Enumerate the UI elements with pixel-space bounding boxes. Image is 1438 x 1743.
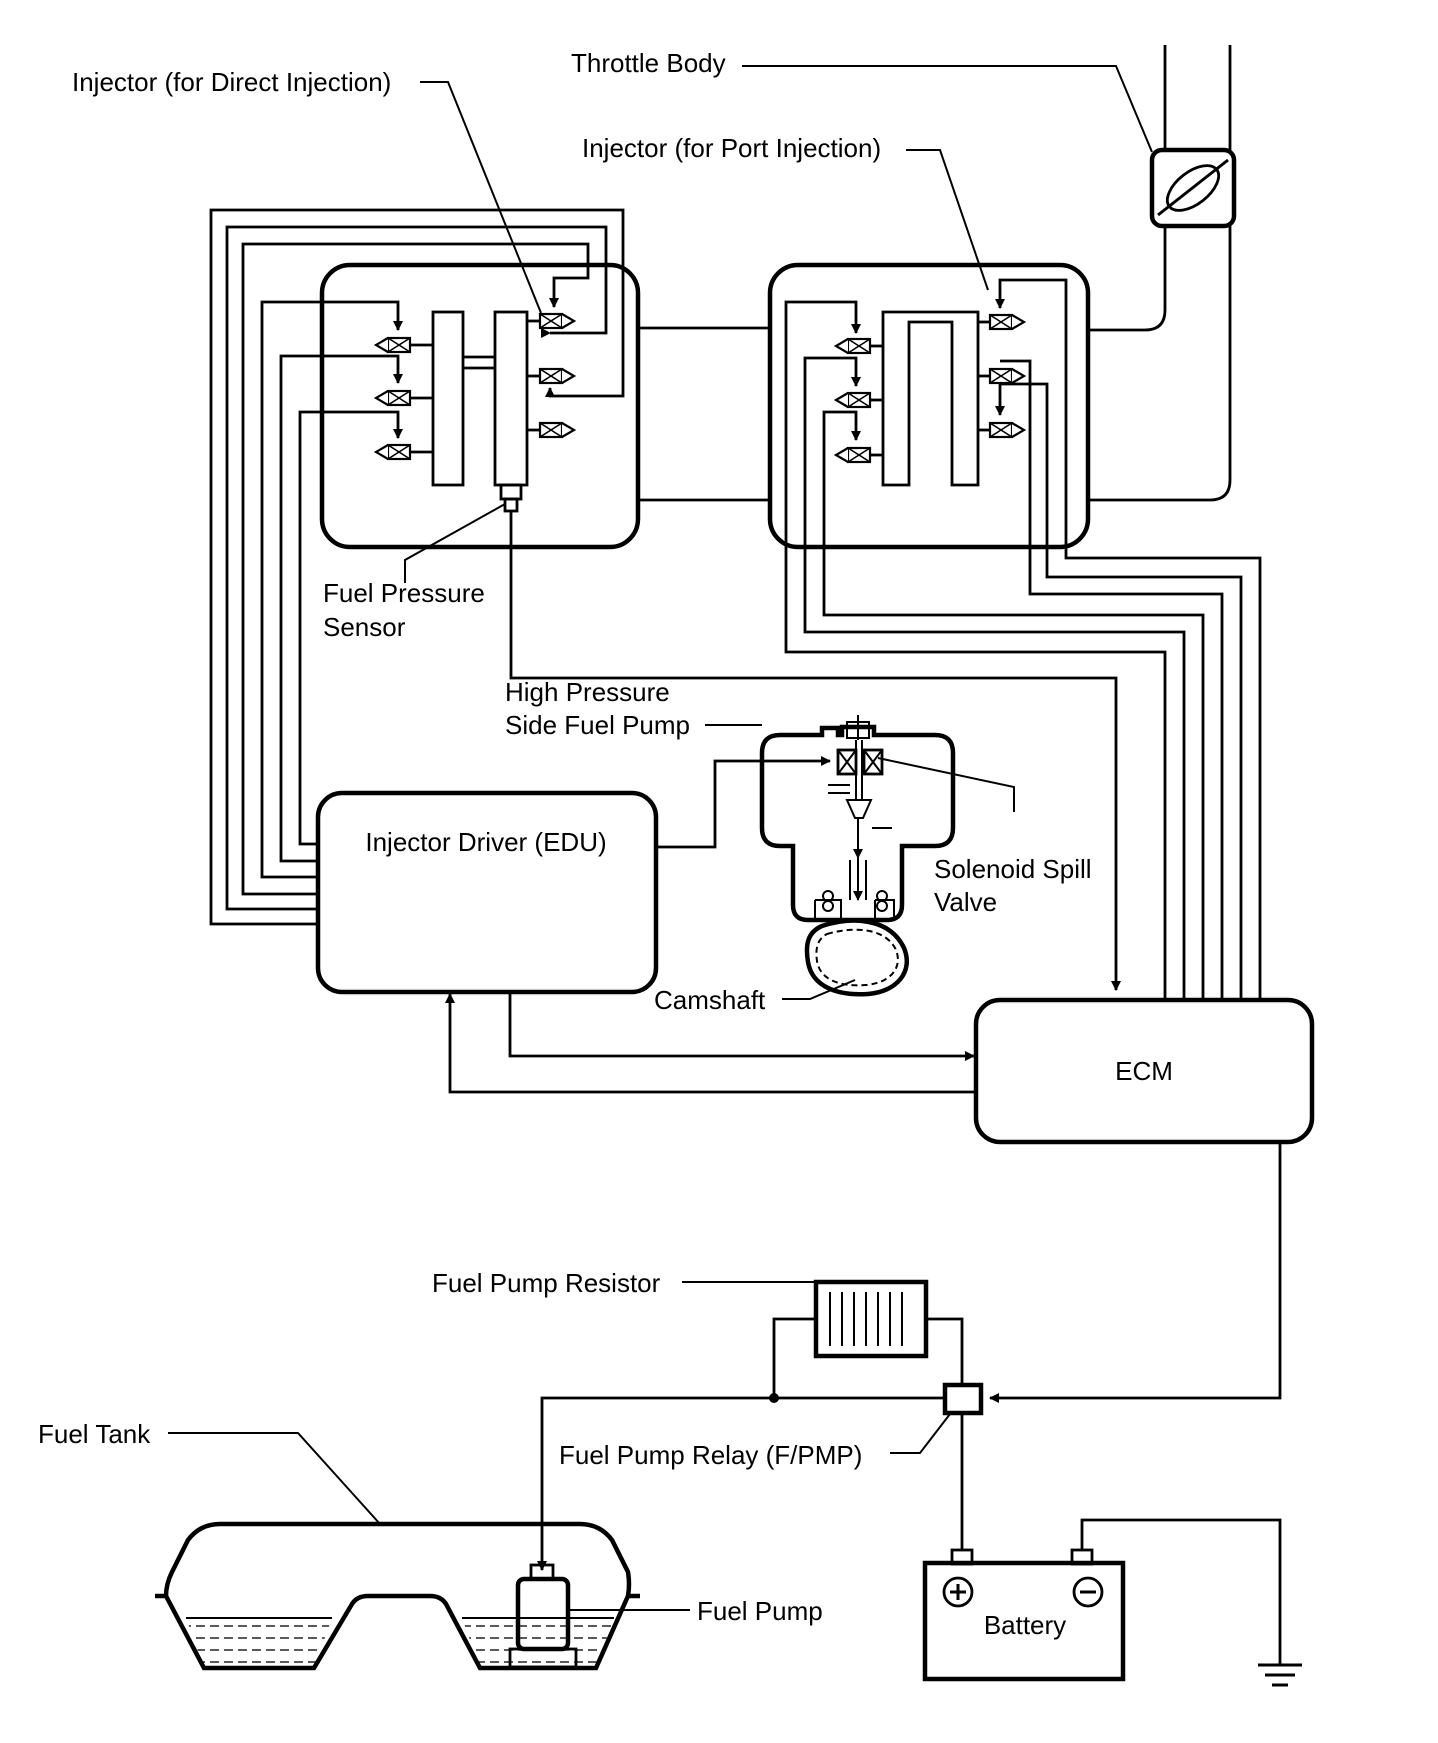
fuel-pump-resistor — [813, 1279, 929, 1359]
ecm-to-port-injector-wiring — [784, 278, 1262, 1000]
fuel-pump-resistor-label: Fuel Pump Resistor — [432, 1268, 661, 1298]
injector-port-label: Injector (for Port Injection) — [582, 133, 881, 163]
edu-to-ecm-wire — [508, 992, 975, 1061]
injector-driver-box — [315, 790, 659, 995]
fuel-tank — [155, 1521, 640, 1671]
battery-label: Battery — [984, 1610, 1066, 1640]
engine-bank-left — [319, 262, 641, 550]
direct-injectors — [374, 312, 576, 461]
fuel-pump-relay-label: Fuel Pump Relay (F/PMP) — [559, 1440, 862, 1470]
fuel-pressure-sensor-label-1: Fuel Pressure — [323, 578, 485, 608]
resistor-right-wire — [926, 1317, 964, 1385]
battery-ground-wire — [1080, 1518, 1282, 1665]
throttle-body-label: Throttle Body — [571, 48, 726, 78]
injector-direct-label: Injector (for Direct Injection) — [72, 67, 391, 97]
fuel-pressure-signal-wire — [509, 511, 1121, 991]
port-injectors — [834, 313, 1026, 464]
high-pressure-fuel-pump — [759, 715, 956, 923]
throttle-body — [1149, 147, 1237, 229]
fuel-pressure-sensor — [499, 483, 523, 513]
fuel-pump-relay — [942, 1382, 984, 1416]
edu-to-solenoid-wire — [656, 756, 831, 849]
camshaft-lobe — [804, 918, 909, 997]
junction-dot — [769, 1393, 779, 1403]
solenoid-label-1: Solenoid Spill — [934, 854, 1092, 884]
hp-pump-label-1: High Pressure — [505, 677, 670, 707]
fuel-pump-label: Fuel Pump — [697, 1596, 823, 1626]
ecm-label: ECM — [1115, 1056, 1173, 1086]
fuel-tank-label: Fuel Tank — [38, 1419, 151, 1449]
solenoid-label-2: Valve — [934, 887, 997, 917]
engine-bank-right — [767, 262, 1091, 550]
ecm-box — [973, 997, 1315, 1145]
ground-symbol — [1258, 1663, 1302, 1687]
relay-to-pump-wire — [537, 1396, 945, 1571]
resistor-left-wire — [772, 1317, 816, 1398]
ecm-to-relay-wire — [989, 1142, 1282, 1403]
hp-pump-label-2: Side Fuel Pump — [505, 710, 690, 740]
ecm-to-edu-wire — [445, 993, 976, 1094]
leader-lines — [168, 65, 1153, 1611]
fuel-pressure-sensor-label-2: Sensor — [323, 612, 406, 642]
injector-driver-label: Injector Driver (EDU) — [365, 827, 606, 857]
fuel-pump — [508, 1563, 578, 1669]
intake-duct — [1088, 45, 1232, 502]
edu-to-direct-injector-wiring — [209, 208, 625, 926]
camshaft-label: Camshaft — [654, 985, 766, 1015]
